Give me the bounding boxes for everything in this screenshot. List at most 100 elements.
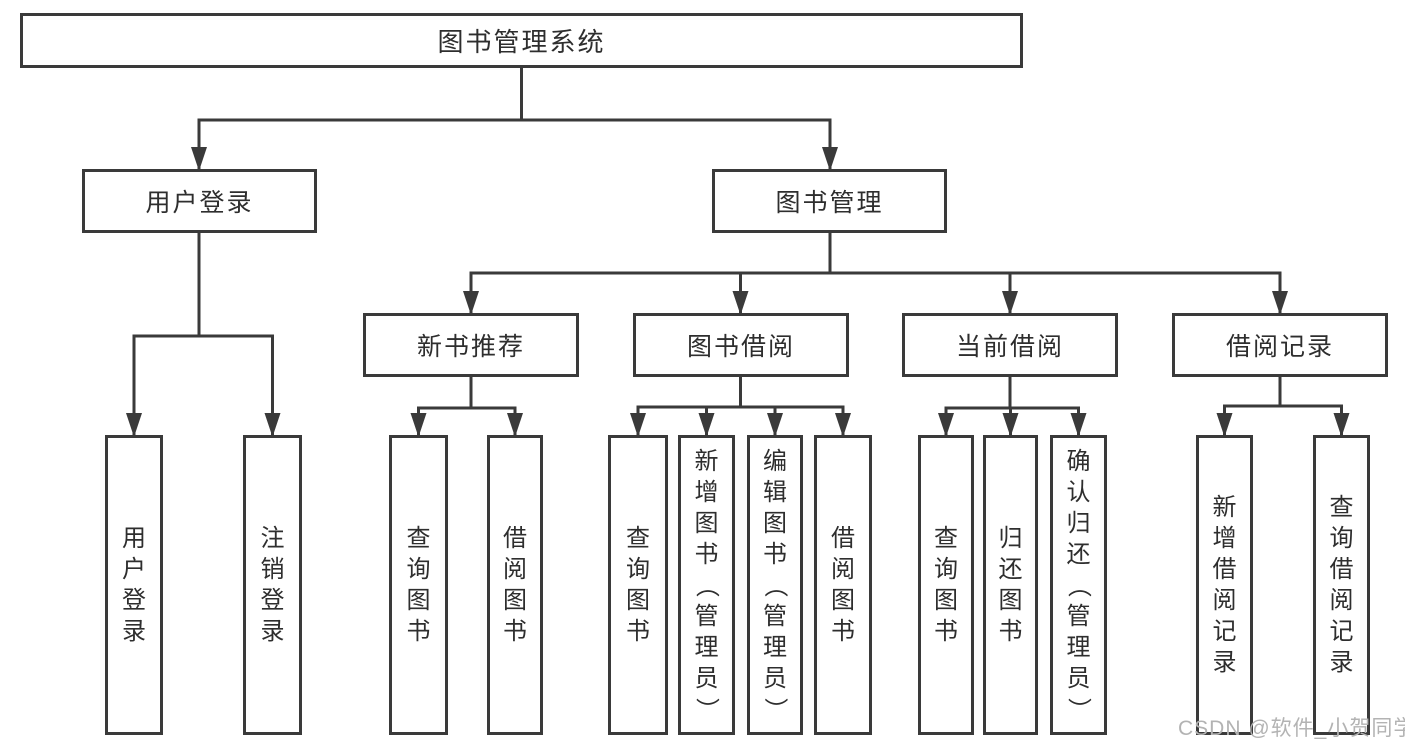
vertical-char: 管 xyxy=(1066,602,1091,630)
vertical-char: （ xyxy=(693,573,720,597)
vertical-char: 阅 xyxy=(831,556,855,583)
vertical-char: 记 xyxy=(1329,618,1354,645)
vertical-char: 借 xyxy=(1212,556,1237,583)
leaf-cb-query-books: 查询图书 xyxy=(918,435,974,735)
vertical-char: 图 xyxy=(998,587,1023,614)
vertical-char: 员 xyxy=(1066,664,1091,692)
vertical-char: 登 xyxy=(260,587,285,614)
arrowhead xyxy=(1272,291,1288,315)
arrowhead xyxy=(822,147,838,171)
leaf-cb-confirm-return-admin: 确认归还 （ 管理员 ） xyxy=(1050,435,1107,735)
arrowheads xyxy=(126,147,1350,437)
vertical-char: 借 xyxy=(503,525,527,552)
arrowhead xyxy=(1002,413,1019,437)
vertical-char: ） xyxy=(693,697,720,721)
node-new-book-recommend: 新书推荐 xyxy=(363,313,579,377)
vertical-char: ） xyxy=(761,697,789,721)
vertical-char: 用 xyxy=(122,525,146,552)
vertical-char: 查 xyxy=(1329,494,1354,521)
vertical-char: 编 xyxy=(763,447,787,475)
vertical-char: 录 xyxy=(260,618,285,645)
vertical-char: 书 xyxy=(831,618,855,645)
vertical-char: 借 xyxy=(831,525,855,552)
arrowhead xyxy=(463,291,479,315)
vertical-char: 书 xyxy=(503,618,527,645)
vertical-char: 管 xyxy=(694,602,719,630)
vertical-char: 登 xyxy=(122,587,146,614)
vertical-char: 录 xyxy=(122,618,146,645)
connector-path xyxy=(132,68,1343,437)
vertical-char: 记 xyxy=(1212,618,1237,645)
vertical-char: 确 xyxy=(1066,447,1091,475)
vertical-char: 询 xyxy=(934,556,958,583)
vertical-char: 增 xyxy=(694,478,719,506)
vertical-char: 询 xyxy=(1329,525,1354,552)
arrowhead xyxy=(1002,291,1018,315)
vertical-char: 图 xyxy=(763,509,787,537)
vertical-char: 理 xyxy=(763,633,787,661)
vertical-char: 阅 xyxy=(1212,587,1237,614)
vertical-char: 图 xyxy=(503,587,527,614)
arrowhead xyxy=(835,413,851,437)
vertical-char: 查 xyxy=(406,525,431,552)
watermark: CSDN @软件_小贺同学 xyxy=(1178,717,1405,740)
leaf-logout: 注销登录 xyxy=(243,435,302,735)
vertical-char: 员 xyxy=(763,664,787,692)
leaf-user-login: 用户登录 xyxy=(105,435,163,735)
arrowhead xyxy=(732,291,749,315)
vertical-char: 查 xyxy=(934,525,958,552)
vertical-char: 录 xyxy=(1329,649,1354,676)
vertical-char: 图 xyxy=(406,587,431,614)
vertical-char: ） xyxy=(1065,697,1092,721)
leaf-bb-borrow-books: 借阅图书 xyxy=(814,435,872,735)
vertical-char: 书 xyxy=(934,618,958,645)
arrowhead xyxy=(1333,413,1350,437)
vertical-char: 理 xyxy=(1066,633,1091,661)
vertical-char: 还 xyxy=(998,556,1023,583)
arrowhead xyxy=(698,413,715,437)
leaf-nbr-query-books: 查询图书 xyxy=(389,435,448,735)
arrowhead xyxy=(938,413,954,437)
leaf-bb-add-books-admin: 新增图书（管理员） xyxy=(678,435,735,735)
vertical-char: 书 xyxy=(694,540,719,568)
leaf-cb-return-books: 归还图书 xyxy=(983,435,1038,735)
vertical-char: 理 xyxy=(694,633,719,661)
vertical-char: 新 xyxy=(694,447,719,475)
vertical-char: 询 xyxy=(626,556,650,583)
vertical-char: 书 xyxy=(406,618,431,645)
vertical-char: 认 xyxy=(1066,478,1091,506)
arrowhead xyxy=(1216,413,1233,437)
arrowhead xyxy=(630,413,646,437)
node-book-management-group: 图书管理 xyxy=(712,169,947,233)
vertical-char: 阅 xyxy=(1329,587,1354,614)
vertical-char: 图 xyxy=(626,587,650,614)
vertical-char: 新 xyxy=(1212,494,1237,521)
vertical-char: 书 xyxy=(763,540,787,568)
vertical-char: 书 xyxy=(998,618,1023,645)
vertical-char: 管 xyxy=(763,602,787,630)
arrowhead xyxy=(191,147,207,171)
arrowhead xyxy=(126,413,142,437)
vertical-char: 归 xyxy=(998,525,1023,552)
vertical-char: 书 xyxy=(626,618,650,645)
node-user-login-group: 用户登录 xyxy=(82,169,317,233)
vertical-char: 图 xyxy=(831,587,855,614)
leaf-bb-query-books: 查询图书 xyxy=(608,435,668,735)
vertical-char: 还 xyxy=(1066,540,1091,568)
vertical-char: （ xyxy=(1065,573,1092,597)
node-current-borrow: 当前借阅 xyxy=(902,313,1118,377)
vertical-char: 查 xyxy=(626,525,650,552)
vertical-char: 录 xyxy=(1212,649,1237,676)
vertical-char: 阅 xyxy=(503,556,527,583)
node-book-borrow: 图书借阅 xyxy=(633,313,849,377)
vertical-char: 询 xyxy=(406,556,431,583)
vertical-char: （ xyxy=(761,573,789,597)
vertical-char: 辑 xyxy=(763,478,787,506)
leaf-br-query-record: 查询借阅记录 xyxy=(1313,435,1370,735)
vertical-char: 户 xyxy=(122,556,146,583)
arrowhead xyxy=(507,413,523,437)
vertical-char: 归 xyxy=(1066,509,1091,537)
arrowhead xyxy=(767,413,783,437)
